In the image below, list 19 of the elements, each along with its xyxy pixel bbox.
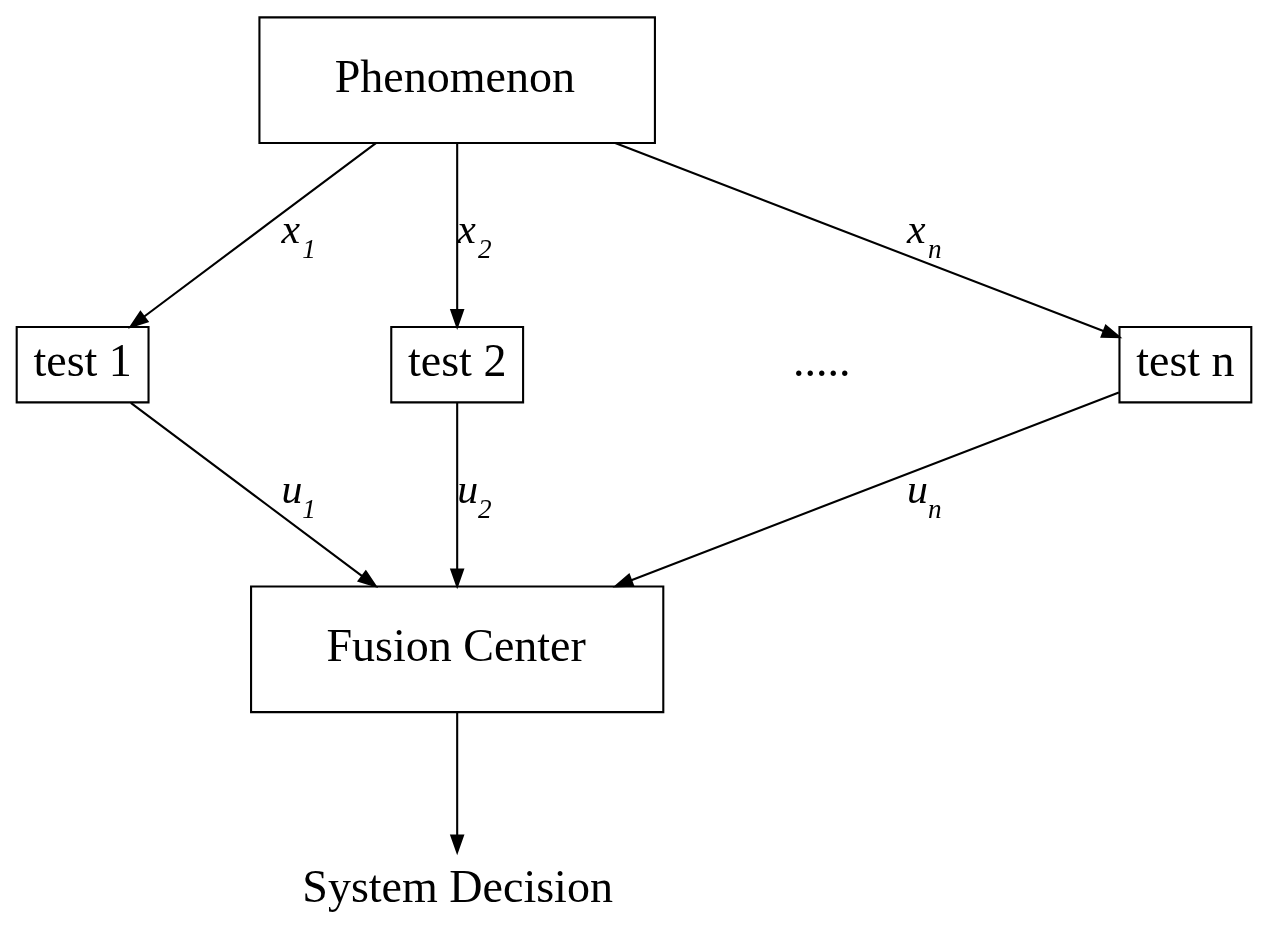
arrow — [612, 391, 1120, 587]
arrow — [449, 142, 465, 330]
label: ..... — [793, 334, 851, 386]
node-box: test 2 — [390, 325, 525, 403]
node-box: test 1 — [15, 325, 150, 403]
node-box: test n — [1118, 325, 1253, 403]
node-box: Fusion Center — [250, 585, 665, 713]
arrow — [130, 401, 379, 588]
arrow — [449, 402, 465, 589]
arrow — [449, 711, 465, 855]
edge-label: u$_{n}$ — [907, 465, 942, 524]
edge-label: x$_{n}$ — [907, 205, 942, 264]
node-text: System Decision — [302, 860, 613, 912]
edge-label: u$_{2}$ — [457, 465, 492, 524]
edge-label: u$_{1}$ — [281, 465, 316, 524]
node-box: Phenomenon — [258, 15, 656, 144]
arrow — [614, 141, 1123, 338]
arrow — [128, 141, 377, 329]
edge-label: x$_{1}$ — [281, 205, 316, 264]
